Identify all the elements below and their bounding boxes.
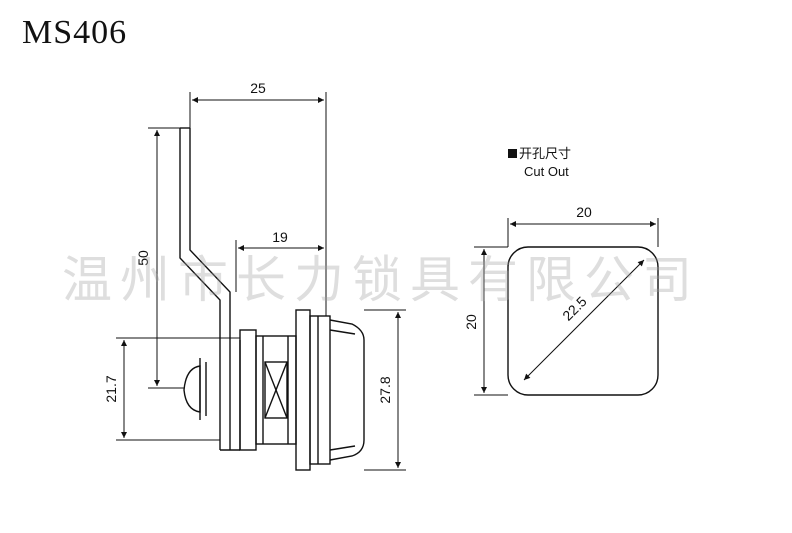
lock-side-view	[179, 127, 365, 471]
cutout-dimension-lines	[474, 218, 659, 396]
cutout-label-cn: 开孔尺寸	[508, 146, 571, 162]
cutout-shape	[507, 246, 659, 396]
dim-cam-length: 50	[135, 250, 151, 266]
cutout-label-en: Cut Out	[524, 164, 569, 179]
product-model-title: MS406	[22, 14, 128, 51]
cutout-label-cn-text: 开孔尺寸	[519, 146, 572, 161]
black-square-icon	[508, 149, 517, 158]
cutout-height: 20	[463, 314, 479, 330]
dim-left-height: 21.7	[103, 375, 119, 402]
dimension-lines	[116, 92, 406, 471]
dim-top-width: 25	[250, 80, 266, 96]
company-watermark: 温州市长力锁具有限公司	[62, 251, 700, 309]
cutout-width: 20	[576, 204, 592, 220]
dim-inner-width: 19	[272, 229, 288, 245]
dim-body-height: 27.8	[377, 376, 393, 403]
